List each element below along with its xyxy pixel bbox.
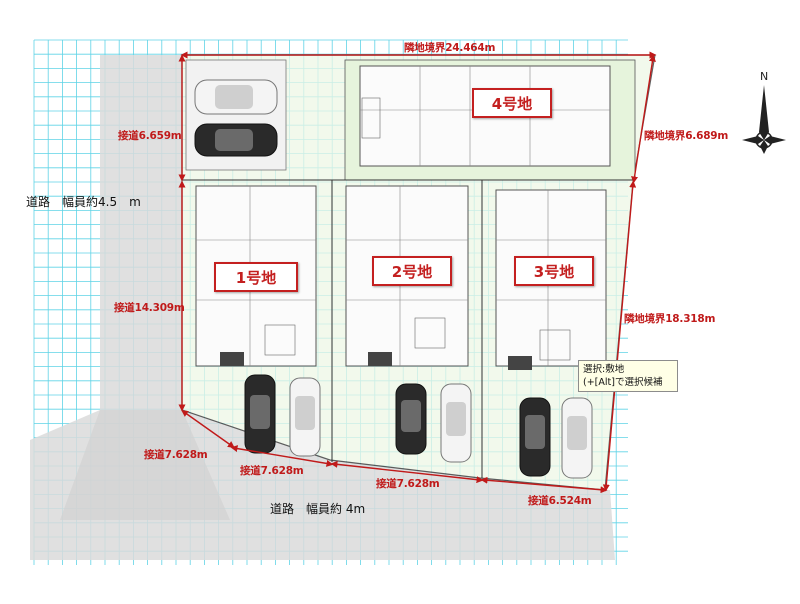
lot-1-label[interactable]: 1号地 bbox=[214, 262, 298, 292]
west-road bbox=[100, 55, 182, 410]
dim-bottom-lot3: 接道6.524m bbox=[528, 495, 592, 507]
car-lot-2-white bbox=[440, 383, 472, 463]
dim-bottom-corner: 接道7.628m bbox=[144, 449, 208, 461]
car-lot-2-black bbox=[395, 383, 427, 455]
road-south-label: 道路 幅員約 4m bbox=[270, 502, 366, 516]
dim-right-boundary-lower: 隣地境界18.318m bbox=[624, 313, 716, 325]
selection-tooltip: 選択:敷地 (+[Alt]で選択候補 bbox=[578, 360, 678, 392]
dim-bottom-lot2: 接道7.628m bbox=[376, 478, 440, 490]
north-arrow-icon bbox=[742, 85, 786, 154]
compass-north-label: N bbox=[760, 70, 769, 83]
dimension-lines bbox=[178, 51, 657, 494]
lot-4-label[interactable]: 4号地 bbox=[472, 88, 552, 118]
car-lot-4-black bbox=[194, 123, 278, 157]
dim-left-frontage-lower: 接道14.309m bbox=[114, 302, 185, 314]
car-lot-3-black bbox=[519, 397, 551, 477]
car-lot-1-white bbox=[289, 377, 321, 457]
tooltip-line-1: 選択:敷地 bbox=[583, 364, 625, 375]
road-west-label: 道路 幅員約4.5 m bbox=[26, 195, 141, 209]
dim-right-boundary-upper: 隣地境界6.689m bbox=[644, 130, 729, 142]
car-lot-1-black bbox=[244, 374, 276, 454]
dim-left-frontage-upper: 接道6.659m bbox=[118, 130, 182, 142]
dim-top-boundary: 隣地境界24.464m bbox=[404, 42, 496, 54]
car-lot-3-white bbox=[561, 397, 593, 479]
tooltip-line-2: (+[Alt]で選択候補 bbox=[583, 377, 663, 388]
lot-2-label[interactable]: 2号地 bbox=[372, 256, 452, 286]
car-lot-4-white bbox=[194, 79, 278, 115]
dim-bottom-lot1: 接道7.628m bbox=[240, 465, 304, 477]
lot-3-label[interactable]: 3号地 bbox=[514, 256, 594, 286]
